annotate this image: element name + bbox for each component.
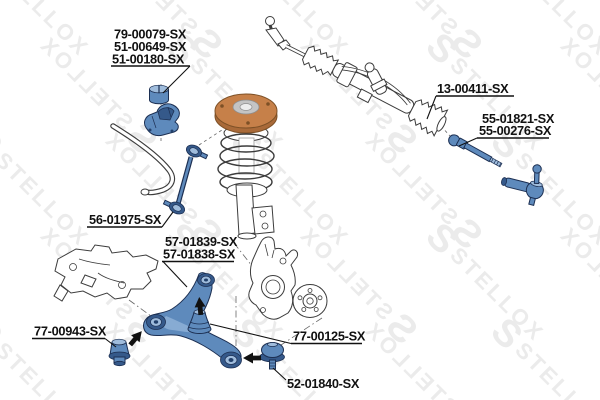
control-arm-front-bushing (146, 314, 166, 330)
part-label-51-00180-sx[interactable]: 51-00180-SX (112, 52, 185, 67)
part-label-57-01839-sx[interactable]: 57-01839-SX (165, 234, 238, 249)
arm-bushing-part (108, 338, 131, 367)
sway-bar-bracket-part (144, 103, 180, 137)
part-label-77-00943-sx[interactable]: 77-00943-SX (34, 324, 107, 339)
part-label-79-00079-sx[interactable]: 79-00079-SX (114, 27, 187, 42)
part-label-51-00649-sx[interactable]: 51-00649-SX (114, 39, 187, 54)
part-label-13-00411-sx[interactable]: 13-00411-SX (437, 81, 509, 96)
outer-tie-rod-end-part (501, 164, 544, 206)
label-leader-lines (32, 65, 549, 381)
sway-bar-bushing-part (149, 84, 169, 105)
strut-assembly-drawing (214, 93, 278, 240)
part-label-55-01821-sx[interactable]: 55-01821-SX (482, 111, 555, 126)
ball-joint-part (259, 342, 285, 370)
tie-rod-end-left-drawing (265, 16, 291, 51)
install-arrow-balljoint (243, 352, 261, 364)
rack-bellows-left (301, 45, 340, 77)
strut-top-mount-part (214, 93, 278, 134)
control-arm-balljoint-seat (220, 351, 242, 369)
part-label-52-01840-sx[interactable]: 52-01840-SX (287, 376, 360, 391)
wheel-hub-drawing (292, 284, 328, 318)
part-labels: 79-00079-SX 51-00649-SX 51-00180-SX 13-0… (34, 27, 555, 392)
stabilizer-link-part (162, 144, 209, 215)
steering-knuckle-drawing (248, 236, 298, 320)
sway-bar-drawing (110, 123, 176, 196)
control-arm-rear-bushing (197, 273, 215, 287)
part-label-77-00125-sx[interactable]: 77-00125-SX (293, 329, 366, 344)
steering-rack-drawing (265, 16, 449, 137)
install-arrow-bushing (128, 331, 142, 347)
part-label-55-00276-sx[interactable]: 55-00276-SX (479, 123, 552, 138)
part-label-56-01975-sx[interactable]: 56-01975-SX (89, 212, 162, 227)
part-label-57-01838-sx[interactable]: 57-01838-SX (163, 247, 236, 262)
rack-valve-body (364, 62, 388, 95)
install-arrow-up (194, 297, 206, 316)
subframe-drawing (53, 244, 159, 302)
install-arrows (128, 297, 261, 364)
